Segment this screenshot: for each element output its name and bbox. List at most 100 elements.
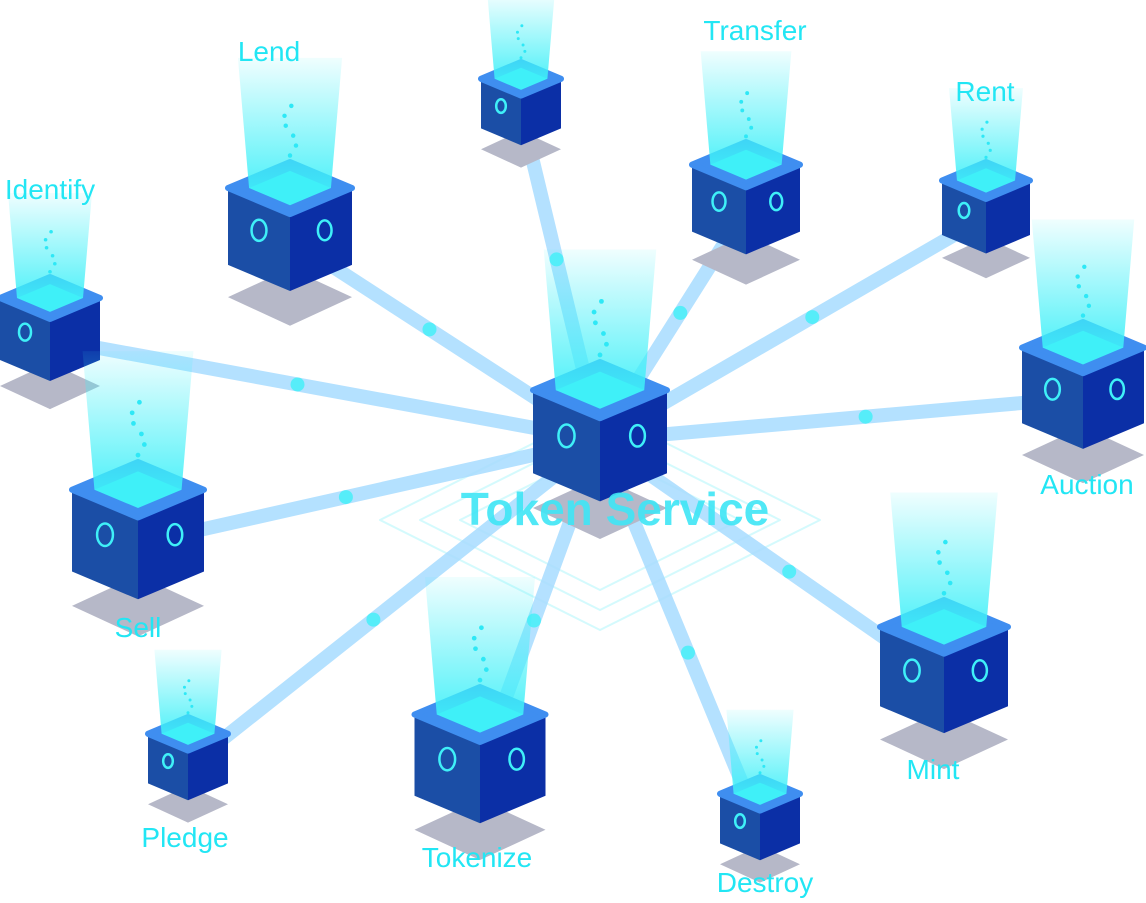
node-label-transfer: Transfer: [703, 15, 807, 46]
cube-shadow: [414, 799, 546, 861]
light-beam: [82, 351, 194, 490]
port-icon: [17, 322, 33, 342]
cube-shadow: [880, 709, 1008, 770]
node-label-identify: Identify: [4, 174, 96, 205]
particle-dot: [1082, 264, 1087, 269]
cube-shadow: [942, 237, 1030, 279]
particle-dot: [521, 43, 525, 47]
link-pulse: [681, 645, 695, 660]
particle-dot: [762, 764, 766, 768]
particle-dot: [53, 261, 57, 266]
port-icon: [316, 219, 333, 242]
light-beam: [890, 492, 998, 627]
particle-dot: [188, 698, 192, 702]
light-beam: [487, 0, 555, 79]
cube-shadow: [533, 477, 667, 540]
light-beam: [949, 88, 1023, 181]
cube-left-face: [533, 390, 600, 502]
particle-dot: [515, 30, 519, 34]
port-icon: [250, 218, 268, 243]
cube-shadow: [228, 268, 352, 326]
particle-dot: [739, 99, 744, 104]
particle-dot: [182, 685, 186, 689]
port-icon: [508, 747, 526, 771]
particle-dot: [947, 580, 953, 586]
node-label-lend: Lend: [237, 36, 301, 67]
light-beam: [8, 193, 92, 298]
node-pledge: [145, 649, 231, 823]
port-icon: [628, 423, 647, 448]
particle-dot: [135, 452, 141, 458]
particle-dot: [591, 309, 597, 315]
cube-left-face: [414, 714, 480, 824]
particle-dot: [49, 229, 53, 234]
cube-right-face: [188, 733, 228, 801]
particle-dot: [187, 679, 191, 683]
node-label-destroy: Destroy: [716, 867, 814, 898]
particle-dot: [988, 148, 992, 152]
link-pledge: [181, 433, 607, 774]
port-icon: [494, 98, 508, 115]
diagram-title: Token Service: [460, 483, 770, 535]
particle-dot: [137, 399, 142, 405]
link-pulse: [858, 409, 873, 424]
particle-dot: [754, 745, 758, 749]
particle-dot: [760, 758, 764, 762]
node-identify: [0, 193, 103, 410]
node-transfer: [689, 51, 803, 285]
particle-dot: [592, 320, 598, 326]
particle-dot: [986, 141, 990, 145]
light-beam: [237, 57, 343, 189]
port-icon: [733, 813, 747, 830]
port-icon: [166, 522, 184, 547]
particle-dot: [1076, 284, 1082, 289]
port-icon: [971, 659, 989, 683]
node-label-rent: Rent: [955, 76, 1015, 107]
link-pulse: [366, 612, 381, 627]
particle-dot: [597, 352, 603, 358]
port-icon: [557, 423, 576, 449]
port-icon: [1043, 377, 1062, 401]
particle-dot: [479, 625, 484, 631]
particle-dot: [519, 56, 523, 60]
particle-dot: [985, 120, 989, 124]
cube-right-face: [521, 78, 561, 146]
port-icon: [903, 658, 921, 683]
light-beam: [1031, 219, 1135, 348]
particle-dot: [516, 37, 520, 41]
particle-dot: [139, 431, 144, 437]
particle-dot: [599, 298, 604, 304]
particle-dot: [984, 155, 988, 159]
link-pulse: [673, 305, 688, 320]
link-auction: [593, 390, 1090, 447]
particle-dot: [282, 113, 287, 119]
particle-dot: [471, 635, 477, 641]
node-top: [478, 0, 564, 168]
link-pulse: [422, 322, 437, 337]
node-sell: [69, 351, 207, 637]
node-rent: [939, 88, 1033, 279]
cube-shadow: [148, 785, 228, 823]
particle-dot: [745, 91, 750, 96]
node-mint: [877, 492, 1011, 770]
port-icon: [957, 201, 971, 220]
cube-left-face: [880, 626, 944, 734]
particle-dot: [520, 24, 524, 28]
particle-dot: [758, 771, 762, 775]
particle-dot: [289, 103, 294, 109]
cube-right-face: [986, 180, 1030, 254]
cube-shadow: [481, 130, 561, 168]
particle-dot: [1080, 313, 1086, 318]
node-auction: [1019, 219, 1146, 484]
particle-dot: [283, 123, 288, 128]
port-icon: [711, 191, 727, 212]
particle-dot: [293, 143, 299, 148]
particle-dot: [141, 442, 147, 447]
particle-dot: [473, 646, 478, 652]
node-label-tokenize: Tokenize: [421, 842, 533, 873]
node-label-sell: Sell: [114, 612, 162, 643]
cube-glow: [956, 168, 1016, 193]
particle-dot: [980, 127, 984, 131]
link-pulse: [805, 310, 820, 325]
